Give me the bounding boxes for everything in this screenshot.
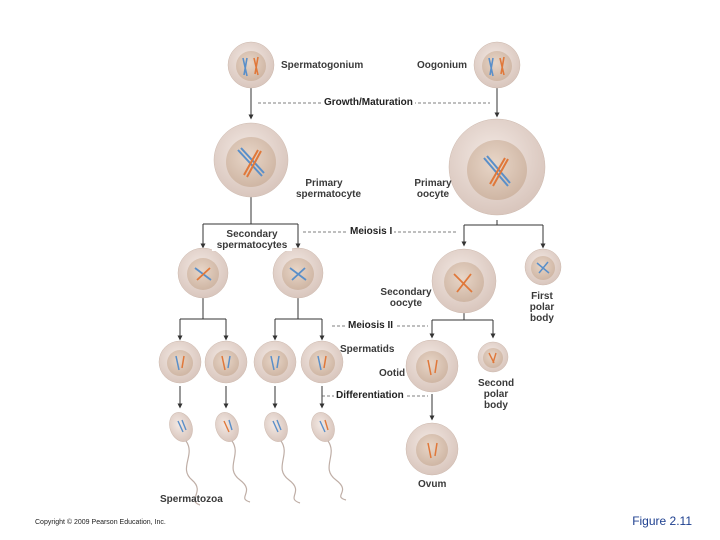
primary-spermatocyte-cell [213, 122, 289, 198]
secondary-oocyte-cell [431, 248, 497, 314]
label-first-polar-body-line3: body [530, 313, 554, 324]
first-polar-body-cell [524, 248, 562, 286]
spermatid-cell-3 [253, 340, 297, 384]
label-second-polar-body-line1: Second [477, 378, 515, 389]
secondary-spermatocyte-cell-1 [177, 247, 229, 299]
label-primary-oocyte: Primary oocyte [411, 178, 455, 200]
oogonium-cell [473, 41, 521, 89]
second-polar-body-cell [477, 341, 509, 373]
label-first-polar-body-line1: First [531, 291, 553, 302]
label-primary-oocyte-line2: oocyte [416, 189, 450, 200]
figure-label: Figure 2.11 [632, 514, 692, 528]
spermatid-cell-2 [204, 340, 248, 384]
label-primary-spermatocyte: Primary spermatocyte [296, 178, 362, 200]
spermatogonium-cell [227, 41, 275, 89]
ootid-cell [405, 339, 459, 393]
label-secondary-spermatocytes: Secondary spermatocytes [212, 229, 292, 251]
spermatozoon-1 [169, 412, 201, 506]
spermatid-cell-1 [158, 340, 202, 384]
copyright-text: Copyright © 2009 Pearson Education, Inc. [35, 519, 166, 526]
spermatid-cell-4 [300, 340, 344, 384]
label-second-polar-body-line2: polar [483, 389, 509, 400]
label-secondary-spermatocytes-line2: spermatocytes [216, 240, 288, 251]
label-second-polar-body-line3: body [484, 400, 508, 411]
label-ootid: Ootid [379, 368, 406, 379]
stage-meiosis-1: Meiosis I [348, 226, 395, 238]
connector-lines [177, 87, 546, 421]
label-first-polar-body-line2: polar [529, 302, 555, 313]
label-spermatids: Spermatids [340, 344, 395, 355]
label-primary-spermatocyte-line2: spermatocyte [296, 189, 362, 200]
label-first-polar-body: First polar body [526, 291, 558, 324]
spermatozoon-3 [264, 412, 301, 504]
label-primary-spermatocyte-line1: Primary [305, 178, 343, 189]
primary-oocyte-cell [448, 118, 546, 216]
label-secondary-oocyte-line1: Secondary [380, 287, 432, 298]
label-second-polar-body: Second polar body [476, 378, 516, 411]
stage-meiosis-2: Meiosis II [346, 320, 396, 332]
spermatozoon-2 [215, 412, 251, 503]
ovum-cell [405, 422, 459, 476]
spermatozoon-4 [311, 412, 347, 501]
label-secondary-oocyte: Secondary oocyte [376, 287, 436, 309]
stage-differentiation: Differentiation [334, 390, 406, 402]
label-spermatozoa: Spermatozoa [160, 494, 223, 505]
stage-growth-maturation: Growth/Maturation [322, 97, 415, 109]
label-spermatogonium: Spermatogonium [281, 60, 364, 71]
label-primary-oocyte-line1: Primary [414, 178, 452, 189]
label-secondary-spermatocytes-line1: Secondary [226, 229, 278, 240]
secondary-spermatocyte-cell-2 [272, 247, 324, 299]
label-secondary-oocyte-line2: oocyte [389, 298, 423, 309]
label-ovum: Ovum [418, 479, 447, 490]
label-oogonium: Oogonium [417, 60, 467, 71]
